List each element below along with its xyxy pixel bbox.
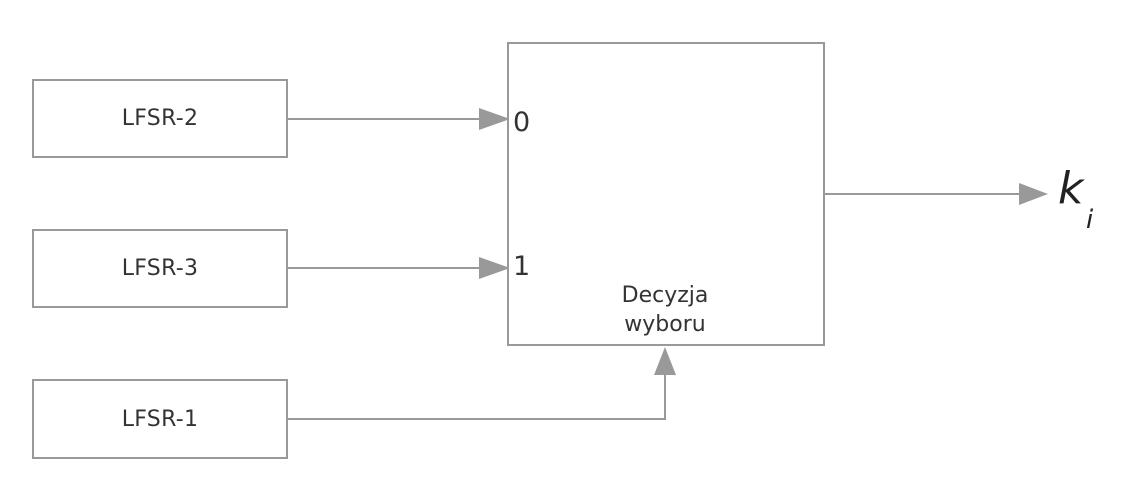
lfsr2-label: LFSR-2 [121,106,199,131]
lfsr2-block: LFSR-2 [32,79,288,158]
lfsr3-block: LFSR-3 [32,229,288,308]
wire-lfsr1-to-select [288,372,666,420]
arrow-output [1019,183,1048,205]
input-1-label: 1 [513,251,531,282]
output-symbol: k [1058,163,1084,214]
output-subscript: i [1086,205,1094,235]
arrow-input0 [479,108,510,130]
selection-caption-line2: wyboru [624,312,706,337]
lfsr3-label: LFSR-3 [121,256,199,281]
arrow-select [654,347,676,375]
arrow-input1 [479,257,510,279]
input-0-label: 0 [513,107,531,138]
selection-caption-line1: Decyzja [621,283,709,308]
lfsr1-block: LFSR-1 [32,379,288,459]
selection-block [507,42,825,346]
lfsr1-label: LFSR-1 [121,406,199,432]
